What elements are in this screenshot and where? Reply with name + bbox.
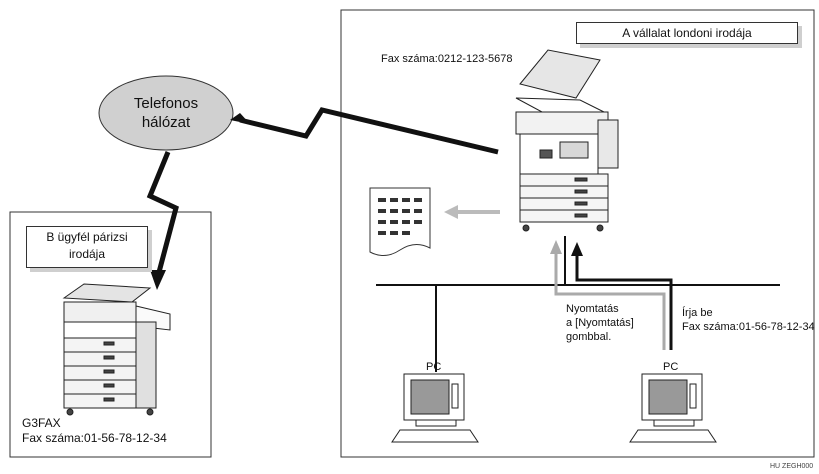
telephone-network-label: Telefonos hálózat bbox=[114, 94, 218, 132]
enter-fax-instruction: Írja be Fax száma:01-56-78-12-34 bbox=[682, 306, 815, 334]
paris-device-info: G3FAX Fax száma:01-56-78-12-34 bbox=[22, 416, 167, 446]
london-fax-number: Fax száma:0212-123-5678 bbox=[381, 53, 513, 65]
pc1-label: PC bbox=[426, 361, 442, 373]
printed-page-icon bbox=[369, 187, 431, 256]
pc2-computer-icon bbox=[629, 373, 717, 443]
pc1-computer-icon bbox=[391, 373, 479, 443]
london-office-title: A vállalat londoni irodája bbox=[576, 22, 798, 44]
pc2-label: PC bbox=[663, 361, 679, 373]
print-instruction-line1: Nyomtatás bbox=[566, 303, 619, 315]
paris-device-label: G3FAX bbox=[22, 416, 61, 430]
network-arrow-head bbox=[230, 113, 250, 124]
london-office-frame bbox=[340, 9, 815, 458]
enter-fax-line2: Fax száma:01-56-78-12-34 bbox=[682, 321, 815, 333]
telephone-network-line1: Telefonos bbox=[133, 95, 199, 112]
paris-fax-icon bbox=[62, 283, 171, 416]
paris-fax-number: Fax száma:01-56-78-12-34 bbox=[22, 431, 167, 445]
london-copier-icon bbox=[515, 49, 619, 232]
paris-line-link bbox=[146, 151, 179, 277]
print-instruction-line2: a [Nyomtatás] bbox=[566, 317, 634, 329]
enter-fax-line1: Írja be bbox=[682, 307, 713, 319]
send-path-arrow bbox=[571, 242, 583, 256]
telephone-network-line2: hálózat bbox=[141, 114, 191, 131]
london-line-link bbox=[239, 107, 499, 155]
paris-title-line1: B ügyfél párizsi bbox=[46, 230, 128, 244]
paris-office-title: B ügyfél párizsi irodája bbox=[26, 226, 148, 268]
paris-title-line2: irodája bbox=[68, 247, 106, 261]
paris-office-frame bbox=[9, 211, 212, 458]
print-path bbox=[554, 252, 666, 350]
send-path bbox=[575, 254, 673, 350]
paris-arrow-head bbox=[150, 270, 166, 290]
telephone-network-cloud bbox=[98, 75, 234, 151]
figure-code: HU ZEGH000 bbox=[770, 463, 814, 470]
print-instruction: Nyomtatás a [Nyomtatás] gombbal. bbox=[566, 302, 634, 344]
print-instruction-line3: gombbal. bbox=[566, 331, 612, 343]
output-arrow-head bbox=[444, 205, 458, 219]
print-path-arrow bbox=[550, 240, 562, 254]
